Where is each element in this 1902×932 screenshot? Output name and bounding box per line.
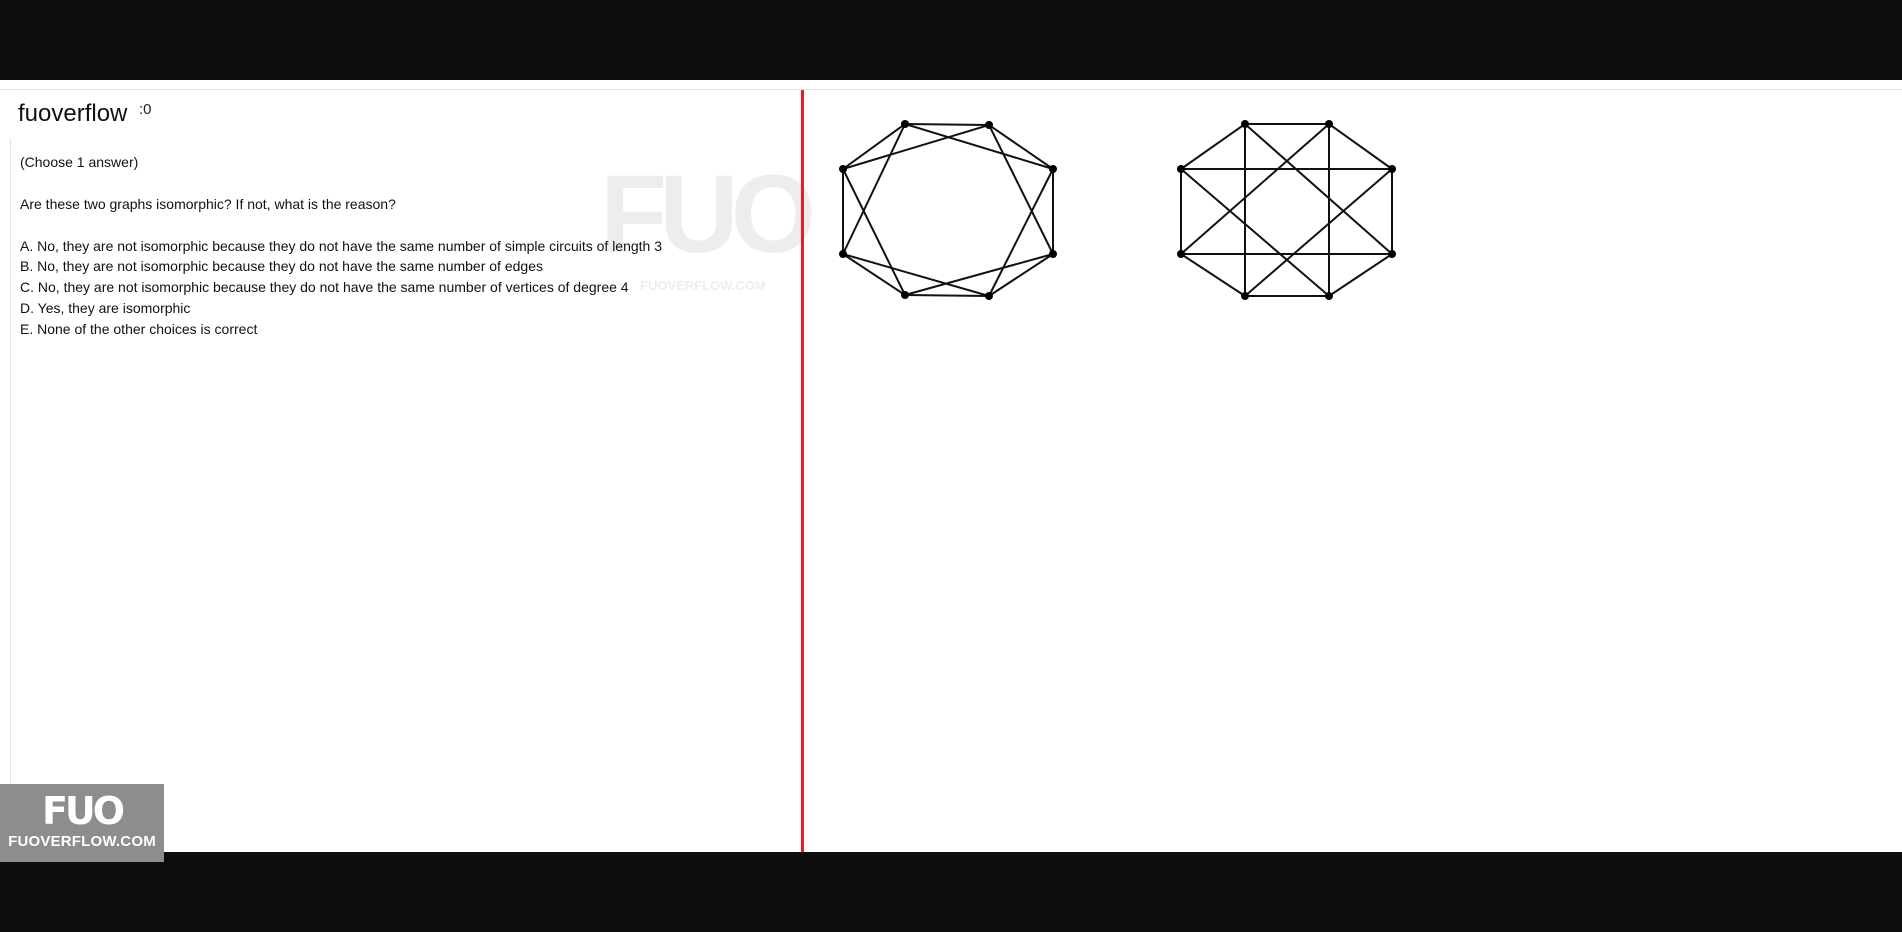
graph-right-vertex: [1325, 120, 1333, 128]
top-rule: [0, 89, 1902, 90]
graph-left: [839, 120, 1057, 300]
logo-site: FUOVERFLOW.COM: [8, 833, 156, 850]
graph-right-edge: [1244, 168, 1393, 297]
graph-left-edge: [988, 253, 1054, 297]
graph-right-vertex: [1177, 165, 1185, 173]
image-pane: [804, 90, 1902, 852]
fuo-logo: FUO FUOVERFLOW.COM: [0, 784, 164, 862]
question-stem: Are these two graphs isomorphic? If not,…: [20, 195, 396, 212]
brand-title: fuoverflow: [0, 90, 140, 138]
graph-right-vertex: [1388, 250, 1396, 258]
header-fragment: :0: [139, 101, 152, 118]
graph-left-edge: [842, 123, 906, 255]
graphs-figure: [839, 120, 1396, 300]
option-d[interactable]: D. Yes, they are isomorphic: [20, 299, 191, 316]
graph-left-edge: [842, 123, 906, 170]
graph-left-vertex: [839, 250, 847, 258]
graph-right-vertex: [1177, 250, 1185, 258]
watermark-mark: FUO: [600, 153, 816, 276]
watermark-url: FUOVERFLOW.COM: [640, 278, 766, 293]
graph-left-edge: [904, 123, 990, 126]
graph-left-edge: [904, 123, 1054, 170]
graph-left-edge: [842, 124, 990, 170]
option-c[interactable]: C. No, they are not isomorphic because t…: [20, 279, 629, 296]
watermark: FUO FUOVERFLOW.COM: [600, 153, 816, 310]
graph-left-edge: [904, 253, 1054, 296]
option-a[interactable]: A. No, they are not isomorphic because t…: [20, 237, 663, 254]
content-area: FUO FUOVERFLOW.COM fuoverflow :0 (Choose…: [0, 80, 1902, 862]
graph-left-vertex: [985, 121, 993, 129]
option-e[interactable]: E. None of the other choices is correct: [20, 320, 258, 337]
graph-right-edge: [1328, 123, 1393, 170]
graph-left-vertex: [1049, 165, 1057, 173]
graph-right-edge: [1244, 123, 1393, 255]
graph-left-vertex: [901, 291, 909, 299]
graph-left-vertex: [985, 292, 993, 300]
graph-left-vertex: [839, 165, 847, 173]
graph-left-edge: [988, 124, 1054, 255]
graph-left-vertex: [901, 120, 909, 128]
graph-right-edge: [1180, 123, 1246, 170]
logo-mark: FUO: [41, 789, 125, 833]
left-rule: [10, 126, 11, 826]
graph-left-edge: [988, 168, 1054, 297]
option-b[interactable]: B. No, they are not isomorphic because t…: [20, 258, 543, 275]
graph-left-edge: [904, 294, 990, 297]
graph-right-edge: [1180, 253, 1246, 297]
graph-right-vertex: [1241, 292, 1249, 300]
graph-right: [1177, 120, 1396, 300]
question-block: (Choose 1 answer) Are these two graphs i…: [20, 152, 780, 340]
graph-right-vertex: [1241, 120, 1249, 128]
pane-divider[interactable]: [801, 90, 804, 852]
graph-right-edge: [1180, 123, 1330, 255]
graph-right-edge: [1328, 253, 1393, 297]
question-pane: FUO FUOVERFLOW.COM fuoverflow :0 (Choose…: [0, 90, 816, 862]
graph-left-edge: [842, 253, 906, 296]
graph-right-vertex: [1325, 292, 1333, 300]
graph-left-edge: [842, 253, 990, 297]
graph-left-edge: [988, 124, 1054, 170]
graph-right-vertex: [1388, 165, 1396, 173]
answer-instruction: (Choose 1 answer): [20, 154, 139, 170]
graph-left-vertex: [1049, 250, 1057, 258]
graph-left-edge: [842, 168, 906, 296]
graph-right-edge: [1180, 168, 1330, 297]
